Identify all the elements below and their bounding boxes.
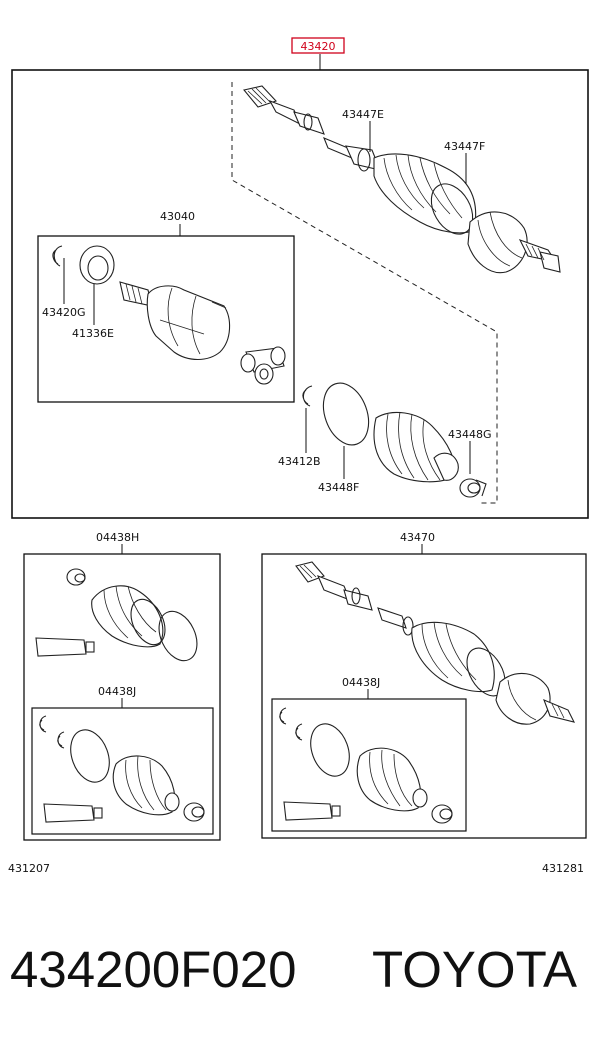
kit-j-boot[interactable] [112, 755, 180, 816]
inner-small-clamp-part[interactable] [459, 478, 487, 498]
kit-h-grease-tube[interactable] [35, 637, 95, 657]
snap-ring-part[interactable] [52, 245, 63, 267]
outer-boot-kit-sub-frame [31, 707, 214, 835]
drive-shaft-upper[interactable] [243, 85, 381, 172]
callout-inner-joint-set[interactable]: 43040 [160, 210, 195, 223]
kit-j-clamp[interactable] [64, 724, 116, 787]
shaft-assembly-frame [261, 553, 587, 839]
callout-snap-ring[interactable]: 43420G [42, 306, 86, 319]
inner-boot-clamp-ring[interactable] [315, 377, 376, 452]
kit-r-snap-ring-b[interactable] [295, 723, 303, 741]
outer-boot-lower[interactable] [411, 621, 495, 693]
ref-code-left: 431207 [8, 862, 50, 875]
tripod-joint-part[interactable] [240, 346, 286, 385]
callout-outer-boot-kit[interactable]: 04438H [96, 531, 139, 544]
ref-code-right: 431281 [542, 862, 584, 875]
drive-shaft-lower[interactable] [295, 561, 414, 636]
outer-boot-clamp-ring[interactable] [423, 177, 481, 242]
inner-boot-part[interactable] [373, 411, 459, 483]
outer-boot-upper[interactable] [373, 153, 477, 234]
callout-hole-snap-ring[interactable]: 43412B [278, 455, 321, 468]
kit-j-snap-ring-b[interactable] [57, 731, 65, 749]
callout-dust-seal[interactable]: 41336E [72, 327, 114, 340]
main-assembly-frame [11, 69, 589, 519]
outer-cv-joint-lower[interactable] [495, 672, 576, 725]
callout-shaft-assembly[interactable]: 43470 [400, 531, 435, 544]
kit-j-grease-tube[interactable] [43, 803, 103, 823]
outer-boot-kit-frame [23, 553, 221, 841]
hole-snap-ring-part[interactable] [302, 385, 313, 407]
brand-name: TOYOTA [372, 941, 577, 998]
kit-h-clamp-a[interactable] [124, 594, 171, 650]
kit-r-small-clamp[interactable] [431, 804, 453, 824]
kit-r-boot[interactable] [356, 747, 428, 812]
callout-shaft-boot-clamp[interactable]: 43447E [342, 108, 384, 121]
callout-inner-boot-clamp[interactable]: 43448F [318, 481, 359, 494]
outer-cv-joint-upper[interactable] [467, 211, 561, 274]
kit-r-clamp[interactable] [304, 718, 356, 781]
kit-j-small-clamp[interactable] [183, 802, 205, 822]
kit-h-clamp-b[interactable] [152, 605, 205, 666]
inner-boot-kit-sub-frame [271, 698, 467, 832]
dust-seal-part[interactable] [79, 245, 115, 285]
callout-outer-boot-clamp[interactable]: 43447F [444, 140, 485, 153]
inner-joint-housing-part[interactable] [119, 281, 231, 361]
assembly-highlight-box [291, 37, 345, 54]
kit-h-small-clamp[interactable] [66, 568, 86, 586]
kit-r-grease-tube[interactable] [283, 801, 341, 821]
callout-outer-boot-kit-sub[interactable]: 04438J [98, 685, 136, 698]
kit-j-snap-ring-a[interactable] [39, 715, 47, 733]
inner-joint-set-box [37, 235, 295, 403]
kit-h-boot[interactable] [91, 585, 164, 648]
callout-assembly[interactable]: 43420 [301, 40, 336, 53]
part-number: 434200F020 [10, 941, 297, 998]
callout-inner-small-clamp[interactable]: 43448G [448, 428, 492, 441]
callout-inner-boot-kit-sub[interactable]: 04438J [342, 676, 380, 689]
kit-r-snap-ring-a[interactable] [279, 707, 287, 725]
shaft-group-outline [231, 82, 498, 504]
